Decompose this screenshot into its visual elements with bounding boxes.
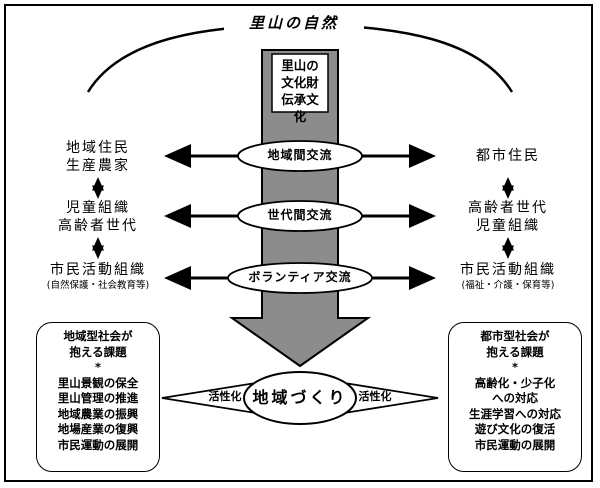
right-issues-box: 都市型社会が 抱える課題 * 高齢化・少子化 への対応 生涯学習への対応 遊び文… <box>448 322 582 472</box>
activation-label-left: 活性化 <box>208 390 242 403</box>
exchange-label-regional: 地域間交流 <box>267 148 333 162</box>
right-group-1-line-1: 都市住民 <box>476 148 540 164</box>
right-box-heading-1: 都市型社会が <box>480 329 550 343</box>
goal-label: 地域づくり <box>252 388 348 407</box>
exchange-label-volunteer: ボランティア交流 <box>248 270 352 284</box>
center-column-line-3: 伝承文化 <box>281 91 319 124</box>
activation-label-right: 活性化 <box>358 390 392 403</box>
right-group-3-main: 市民活動組織 <box>460 262 556 278</box>
exchange-ellipse-3 <box>227 262 373 294</box>
right-box-item-2: への対応 <box>492 391 538 406</box>
left-box-star: * <box>94 360 101 375</box>
right-group-1: 都市住民 <box>450 148 566 166</box>
right-box-item-4: 遊び文化の復活 <box>474 422 556 437</box>
right-box-heading-2: 抱える課題 <box>486 344 544 359</box>
left-box-heading-1: 地域型社会が <box>63 329 133 343</box>
goal-ellipse <box>243 371 357 425</box>
left-group-3: 市民活動組織 (自然保護・社会教育等) <box>26 262 170 291</box>
left-group-3-sub: (自然保護・社会教育等) <box>46 279 150 291</box>
right-group-2: 高齢者世代 児童組織 <box>450 200 566 235</box>
left-group-2-line-1: 児童組織 <box>66 200 130 216</box>
center-column-text: 里山の 文化財 伝承文化 <box>276 58 324 126</box>
outer-frame <box>4 4 593 482</box>
left-group-3-main: 市民活動組織 <box>50 262 146 278</box>
left-group-2-line-2: 高齢者世代 <box>58 217 138 234</box>
left-box-item-5: 市民運動の展開 <box>57 437 139 452</box>
exchange-ellipse-1 <box>237 140 363 172</box>
left-issues-box: 地域型社会が 抱える課題 * 里山景観の保全 里山管理の推進 地域農業の振興 地… <box>36 322 160 472</box>
center-column-line-2: 文化財 <box>281 74 319 90</box>
left-group-2: 児童組織 高齢者世代 <box>40 200 156 235</box>
left-box-item-3: 地域農業の振興 <box>57 406 139 421</box>
left-box-item-1: 里山景観の保全 <box>57 375 139 390</box>
left-box-heading-2: 抱える課題 <box>69 344 127 359</box>
right-box-item-5: 市民運動の展開 <box>474 437 556 452</box>
left-group-1-line-2: 生産農家 <box>66 157 130 174</box>
right-box-item-3: 生涯学習への対応 <box>469 406 561 421</box>
left-group-1: 地域住民 生産農家 <box>40 140 156 175</box>
exchange-ellipse-2 <box>237 200 363 232</box>
left-box-item-2: 里山管理の推進 <box>57 391 139 406</box>
right-group-3: 市民活動組織 (福祉・介護・保育等) <box>438 262 578 291</box>
left-group-1-line-1: 地域住民 <box>66 140 130 156</box>
right-group-2-line-1: 高齢者世代 <box>468 200 548 216</box>
right-box-star: * <box>511 360 518 375</box>
exchange-label-generational: 世代間交流 <box>267 208 333 222</box>
right-group-2-line-2: 児童組織 <box>476 217 540 234</box>
center-column-line-1: 里山の <box>281 58 319 73</box>
right-box-item-1: 高齢化・少子化 <box>474 375 556 390</box>
right-group-3-sub: (福祉・介護・保育等) <box>461 279 555 291</box>
diagram-title: 里山の自然 <box>224 14 364 33</box>
center-column-label-panel <box>271 53 329 113</box>
left-box-item-4: 地場産業の復興 <box>57 422 139 437</box>
